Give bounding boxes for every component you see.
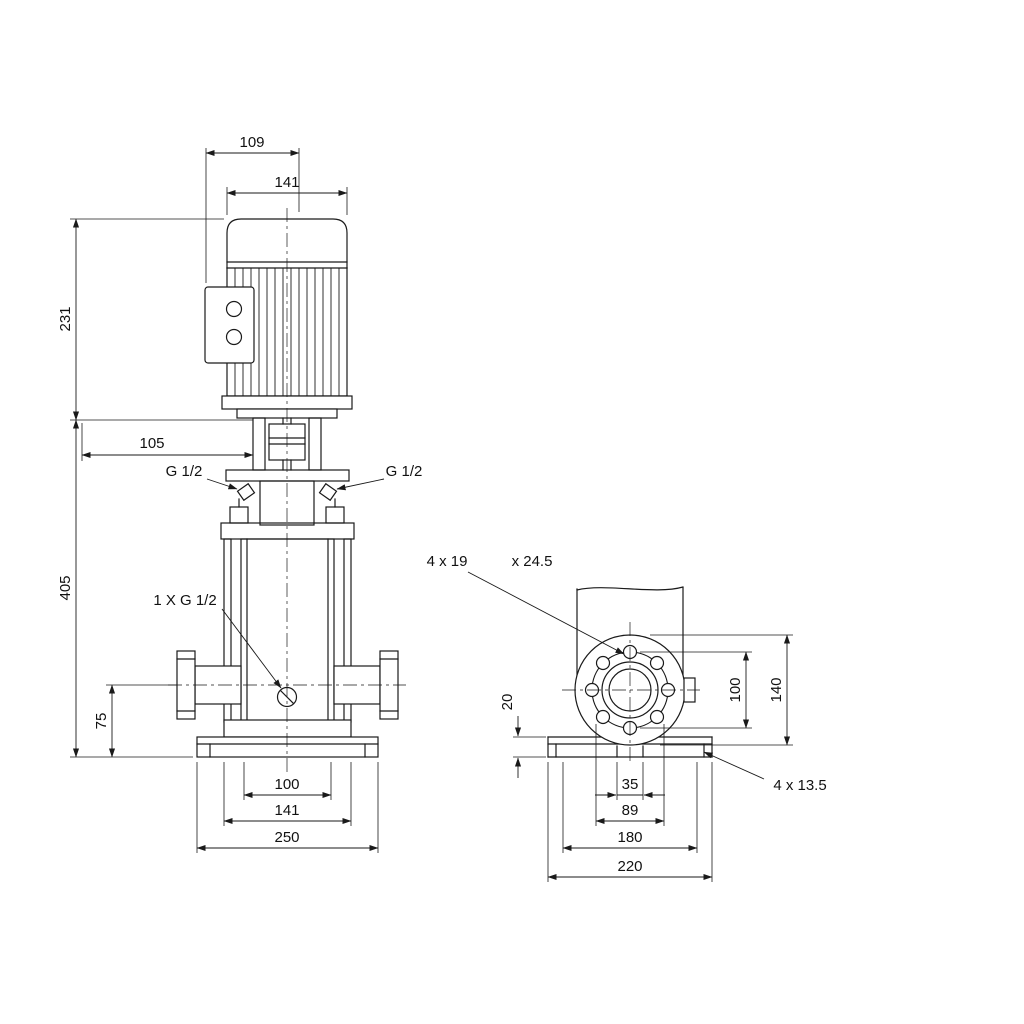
front-view [168, 208, 406, 772]
flange-counterbore-label: x 24.5 [512, 553, 553, 570]
dim-motor-height-label: 231 [57, 306, 74, 331]
dim-head-offset-label: 105 [139, 435, 164, 452]
dim-base-width-label: 250 [274, 829, 299, 846]
front-view-dimensions: 109 141 231 105 405 75 G 1/2 G 1/2 1 X G… [57, 134, 422, 853]
dim-slot-width-label: 35 [622, 776, 639, 793]
flange-holes-label: 4 x 19 [427, 553, 468, 570]
cable-entry-hole [225, 300, 243, 318]
dim-motor-width-label: 141 [274, 174, 299, 191]
drain-plug-label: 1 X G 1/2 [153, 592, 216, 609]
dim-base-thickness-label: 20 [499, 694, 516, 711]
staybolt-nut [325, 506, 345, 524]
dim-motor-width-top-label: 109 [239, 134, 264, 151]
dim-base-hole-spacing-label: 180 [617, 829, 642, 846]
leader-plug-left [206, 478, 238, 490]
dim-port-height-label: 75 [93, 713, 110, 730]
dim-port-face-width-label: 100 [274, 776, 299, 793]
base-holes-label: 4 x 13.5 [773, 777, 826, 794]
cable-entry-hole [225, 328, 243, 346]
terminal-box [204, 286, 255, 364]
leader-flange-holes [467, 571, 625, 655]
dim-bolt-circle-label: 100 [727, 677, 744, 702]
motor [204, 218, 348, 397]
leader-drain-plug [221, 608, 282, 689]
dim-sleeve-width-label: 141 [274, 802, 299, 819]
side-view [547, 586, 713, 762]
vent-plug-right [318, 482, 338, 502]
dim-pump-height-label: 405 [57, 575, 74, 600]
leader-base-holes [703, 751, 765, 780]
plug-left-label: G 1/2 [166, 463, 203, 480]
side-column [576, 586, 684, 677]
dim-base-length-label: 220 [617, 858, 642, 875]
side-view-dimensions: 4 x 19 x 24.5 20 100 140 35 89 180 220 4… [427, 553, 827, 882]
leader-plug-right [336, 478, 385, 491]
pump-base [196, 719, 379, 758]
plug-right-label: G 1/2 [386, 463, 423, 480]
vent-plug-left [236, 482, 256, 502]
staybolt-nut [229, 506, 249, 524]
pump-head [220, 469, 355, 540]
dim-hole-span-label: 89 [622, 802, 639, 819]
dim-flange-od-label: 140 [768, 677, 785, 702]
